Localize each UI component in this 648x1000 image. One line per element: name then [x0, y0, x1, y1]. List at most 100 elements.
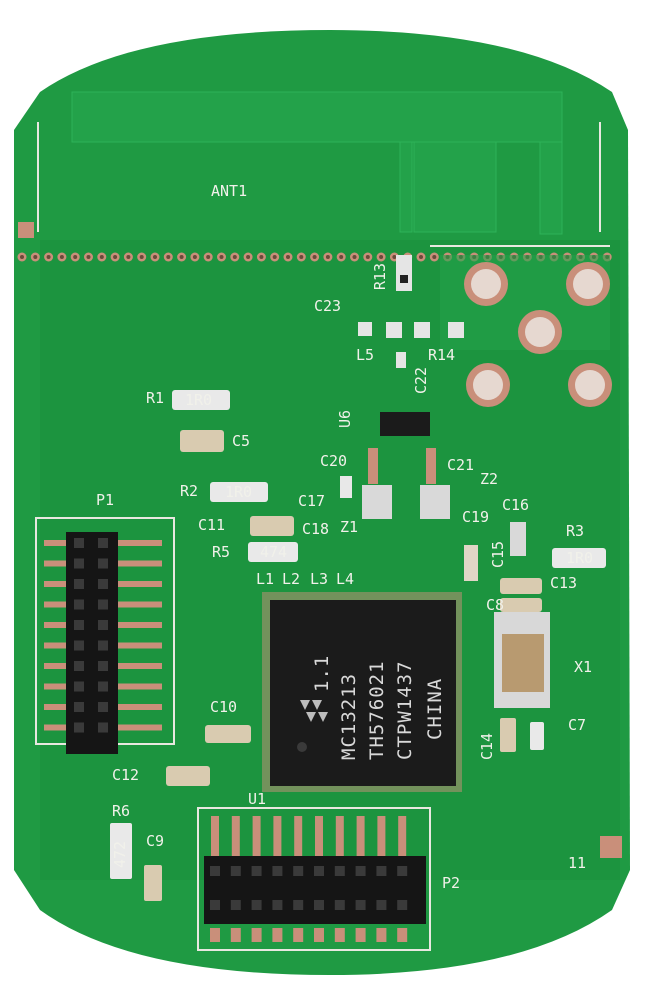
- via-hole: [219, 255, 224, 259]
- p1-pin-lead: [44, 663, 66, 669]
- via-hole: [365, 255, 370, 259]
- p2-pin-lead: [273, 816, 282, 856]
- p1-pin-hole: [74, 599, 84, 610]
- p1-pin-lead: [118, 704, 162, 710]
- label-r5: R5: [212, 543, 230, 561]
- p1-pin-hole: [74, 702, 84, 712]
- p2-pin-hole: [376, 866, 387, 876]
- label-c14: C14: [478, 733, 496, 760]
- p2-pin-hole: [293, 866, 304, 876]
- label-p1: P1: [96, 491, 114, 509]
- chip-part-number: MC13213: [338, 673, 360, 760]
- label-c22: C22: [412, 367, 430, 394]
- p2-pin-lead: [211, 816, 219, 856]
- label-p2: P2: [442, 874, 460, 892]
- p1-pin-lead: [118, 540, 162, 546]
- p1-pin-lead: [118, 724, 162, 731]
- rf-components: [340, 255, 526, 581]
- header-p1: [35, 517, 175, 754]
- p1-pin-hole: [98, 681, 108, 692]
- label-z2: Z2: [480, 470, 498, 488]
- p1-pin-lead: [118, 642, 162, 649]
- p1-pin-lead: [118, 622, 162, 628]
- via-hole: [352, 255, 357, 259]
- resistor-code-r1: 1R0: [185, 391, 212, 409]
- resistor-code-r5: 474: [260, 543, 287, 561]
- label-u1: U1: [248, 790, 266, 808]
- p2-pin-lead: [315, 816, 323, 856]
- header-p2: [197, 807, 431, 951]
- p1-pin-lead: [118, 560, 162, 567]
- via-hole: [166, 255, 171, 259]
- label-l2: L2: [282, 570, 300, 588]
- antenna-outline: [37, 122, 610, 247]
- p2-pin-hole: [397, 900, 408, 910]
- p1-pin-lead: [44, 601, 66, 608]
- p2-pin-hole: [355, 866, 366, 876]
- label-c11: C11: [198, 516, 225, 534]
- label-c9: C9: [146, 832, 164, 850]
- p2-pin-hole: [334, 900, 345, 910]
- via-hole: [272, 255, 277, 259]
- label-r2: R2: [180, 482, 198, 500]
- label-c12: C12: [112, 766, 139, 784]
- label-r3: R3: [566, 522, 584, 540]
- via-hole: [33, 255, 38, 259]
- p2-pin-hole: [230, 900, 241, 910]
- p2-pin-hole: [210, 866, 220, 876]
- resistor-code-r2: 1R0: [225, 483, 252, 501]
- label-c10: C10: [210, 698, 237, 716]
- via-hole: [325, 255, 330, 259]
- via-hole: [153, 255, 157, 259]
- via-hole: [192, 255, 197, 259]
- label-x1: X1: [574, 658, 592, 676]
- p1-pin-lead: [44, 642, 66, 649]
- label-l1: L1: [256, 570, 274, 588]
- via-hole: [113, 255, 118, 259]
- label-c21: C21: [447, 456, 474, 474]
- p1-pin-hole: [74, 579, 84, 589]
- p2-pin-lead: [251, 928, 262, 942]
- p1-pin-hole: [74, 558, 84, 569]
- p2-pin-lead: [376, 928, 387, 942]
- p2-pin-hole: [251, 900, 262, 910]
- via-hole: [86, 255, 91, 259]
- chip-date-code: CTPW1437: [394, 660, 416, 760]
- p2-pin-hole: [230, 866, 241, 876]
- p1-pin-lead: [44, 704, 66, 710]
- via-hole: [339, 255, 344, 259]
- via-hole: [286, 255, 290, 259]
- resistor-code-r6: 472: [111, 841, 129, 868]
- via-hole: [139, 255, 144, 259]
- p1-pin-hole: [98, 538, 108, 548]
- label-c17: C17: [298, 492, 325, 510]
- p1-pin-hole: [74, 661, 84, 671]
- p2-pin-hole: [293, 900, 304, 910]
- label-c19: C19: [462, 508, 489, 526]
- via-hole: [20, 255, 24, 259]
- label-c5: C5: [232, 432, 250, 450]
- p1-pin-hole: [74, 538, 84, 548]
- label-u6: U6: [336, 410, 354, 428]
- p1-pin-lead: [118, 683, 162, 690]
- p1-pin-hole: [74, 722, 84, 733]
- label-r13: R13: [371, 263, 389, 290]
- main-chip: 1.1 MC13213 TH576021 CTPW1437 CHINA: [262, 592, 462, 792]
- p1-pin-hole: [74, 620, 84, 630]
- p1-pin-lead: [118, 601, 162, 608]
- label-r14: R14: [428, 346, 455, 364]
- via-hole: [206, 255, 211, 259]
- p1-pin-lead: [44, 581, 66, 587]
- via-hole: [99, 255, 104, 259]
- p2-pin-hole: [314, 900, 324, 910]
- antenna-trace: [71, 91, 563, 235]
- p1-pin-lead: [118, 581, 162, 587]
- via-hole: [59, 255, 64, 259]
- p2-pin-lead: [231, 816, 240, 856]
- label-l4: L4: [336, 570, 354, 588]
- crystal-x1: [494, 612, 550, 708]
- label-c20: C20: [320, 452, 347, 470]
- p2-pin-hole: [272, 900, 283, 910]
- corner-pad-left: [18, 222, 34, 238]
